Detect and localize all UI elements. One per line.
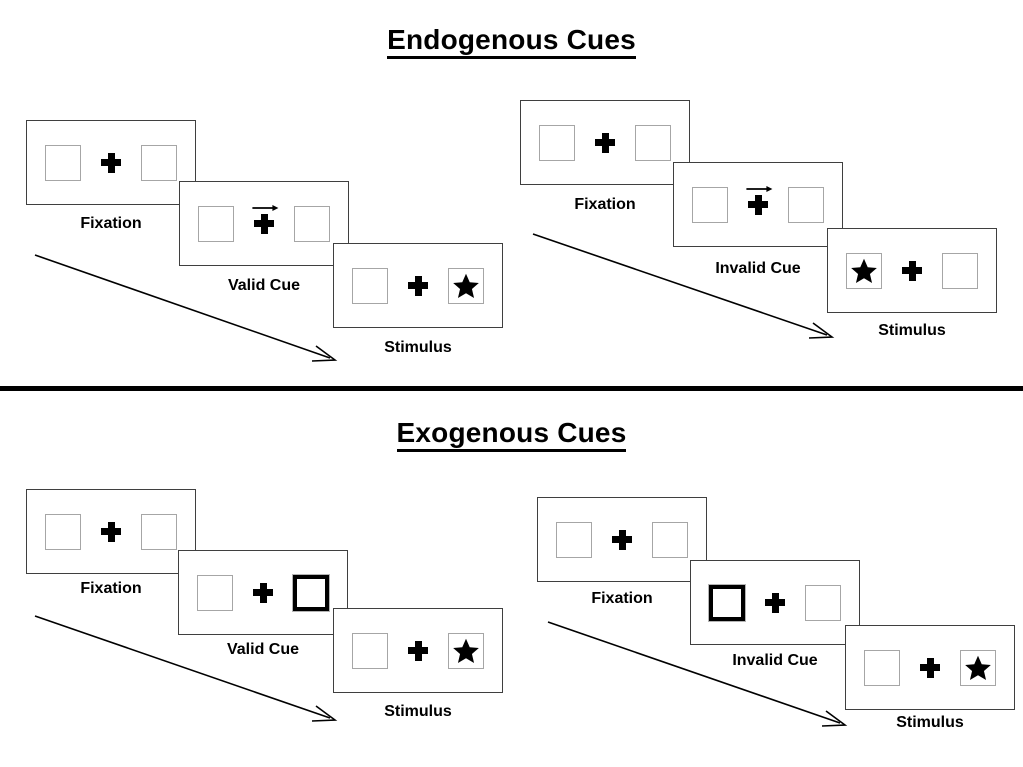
target-box-left: [864, 649, 900, 686]
panel-inner: [352, 632, 484, 669]
fixation-cross-icon: [748, 194, 768, 215]
panel-inner: [197, 573, 330, 612]
fixation-cross-icon: [765, 592, 785, 613]
panel-endogenous-valid-fixation: [26, 120, 196, 205]
fixation-center-slot: [913, 650, 947, 686]
panel-endogenous-invalid-fixation: [520, 100, 690, 185]
arrow-right-cue-icon: [746, 185, 773, 192]
target-box-right: [788, 186, 824, 223]
arrow-right-cue-icon: [252, 204, 279, 211]
target-box-left: [197, 574, 233, 611]
section-title-endogenous-text: Endogenous Cues: [387, 24, 636, 59]
section-title-exogenous: Exogenous Cues: [0, 417, 1023, 452]
fixation-center-slot: [895, 253, 929, 289]
fixation-center-slot: [588, 125, 622, 161]
target-box-left: [352, 632, 388, 669]
fixation-cross-icon: [101, 521, 121, 542]
panel-endogenous-valid-cue: [179, 181, 349, 266]
star-icon: [965, 655, 991, 680]
caption-exogenous-valid-cue: Valid Cue: [226, 641, 300, 658]
target-box-right: [448, 632, 484, 669]
target-box-left: [45, 144, 81, 181]
target-box-left-cued: [708, 583, 746, 622]
caption-exogenous-valid-stimulus: Stimulus: [384, 703, 452, 720]
caption-exogenous-invalid-cue: Invalid Cue: [732, 652, 818, 669]
target-box-right-cued: [292, 573, 330, 612]
target-box-right: [805, 584, 841, 621]
target-box-left: [45, 513, 81, 550]
target-box-left: [539, 124, 575, 161]
panel-inner: [864, 649, 996, 686]
fixation-cross-icon: [254, 213, 274, 234]
star-icon: [453, 273, 479, 298]
panel-endogenous-invalid-cue: [673, 162, 843, 247]
target-box-right: [942, 252, 978, 289]
target-box-right: [652, 521, 688, 558]
panel-endogenous-invalid-stimulus: [827, 228, 997, 313]
target-box-left: [352, 267, 388, 304]
panel-inner: [539, 124, 671, 161]
fixation-cross-icon: [101, 152, 121, 173]
panel-inner: [45, 144, 177, 181]
target-box-left: [846, 252, 882, 289]
fixation-center-slot: [247, 204, 281, 242]
target-box-left: [198, 205, 234, 242]
section-title-exogenous-text: Exogenous Cues: [396, 417, 627, 452]
fixation-cross-icon: [408, 275, 428, 296]
star-icon: [851, 258, 877, 283]
fixation-cross-icon: [902, 260, 922, 281]
caption-exogenous-valid-fixation: Fixation: [80, 580, 142, 597]
caption-endogenous-valid-fixation: Fixation: [80, 215, 142, 232]
panel-exogenous-valid-cue: [178, 550, 348, 635]
target-box-right: [294, 205, 330, 242]
target-box-left: [556, 521, 592, 558]
fixation-cross-icon: [612, 529, 632, 550]
caption-endogenous-invalid-cue: Invalid Cue: [715, 260, 801, 277]
panel-inner: [352, 267, 484, 304]
panel-exogenous-valid-stimulus: [333, 608, 503, 693]
fixation-center-slot: [246, 575, 280, 611]
fixation-cross-icon: [408, 640, 428, 661]
panel-inner: [45, 513, 177, 550]
caption-endogenous-invalid-stimulus: Stimulus: [878, 322, 946, 339]
fixation-cross-icon: [253, 582, 273, 603]
target-box-left: [692, 186, 728, 223]
star-icon: [453, 638, 479, 663]
fixation-center-slot: [94, 514, 128, 550]
panel-endogenous-valid-stimulus: [333, 243, 503, 328]
panel-exogenous-invalid-stimulus: [845, 625, 1015, 710]
target-box-right: [635, 124, 671, 161]
fixation-center-slot: [401, 268, 435, 304]
fixation-center-slot: [605, 522, 639, 558]
target-box-right: [448, 267, 484, 304]
panel-inner: [708, 583, 841, 622]
target-box-right: [960, 649, 996, 686]
panel-exogenous-invalid-cue: [690, 560, 860, 645]
caption-exogenous-invalid-fixation: Fixation: [591, 590, 653, 607]
fixation-center-slot: [741, 185, 775, 223]
panel-inner: [846, 252, 978, 289]
caption-exogenous-invalid-stimulus: Stimulus: [896, 714, 964, 731]
panel-exogenous-valid-fixation: [26, 489, 196, 574]
fixation-center-slot: [94, 145, 128, 181]
fixation-cross-icon: [595, 132, 615, 153]
caption-endogenous-invalid-fixation: Fixation: [574, 196, 636, 213]
panel-exogenous-invalid-fixation: [537, 497, 707, 582]
caption-endogenous-valid-cue: Valid Cue: [227, 277, 301, 294]
fixation-center-slot: [758, 585, 792, 621]
section-divider: [0, 386, 1023, 391]
caption-endogenous-valid-stimulus: Stimulus: [384, 339, 452, 356]
panel-inner: [556, 521, 688, 558]
target-box-right: [141, 144, 177, 181]
panel-inner: [198, 204, 330, 242]
panel-inner: [692, 185, 824, 223]
fixation-cross-icon: [920, 657, 940, 678]
target-box-right: [141, 513, 177, 550]
fixation-center-slot: [401, 633, 435, 669]
section-title-endogenous: Endogenous Cues: [0, 24, 1023, 59]
